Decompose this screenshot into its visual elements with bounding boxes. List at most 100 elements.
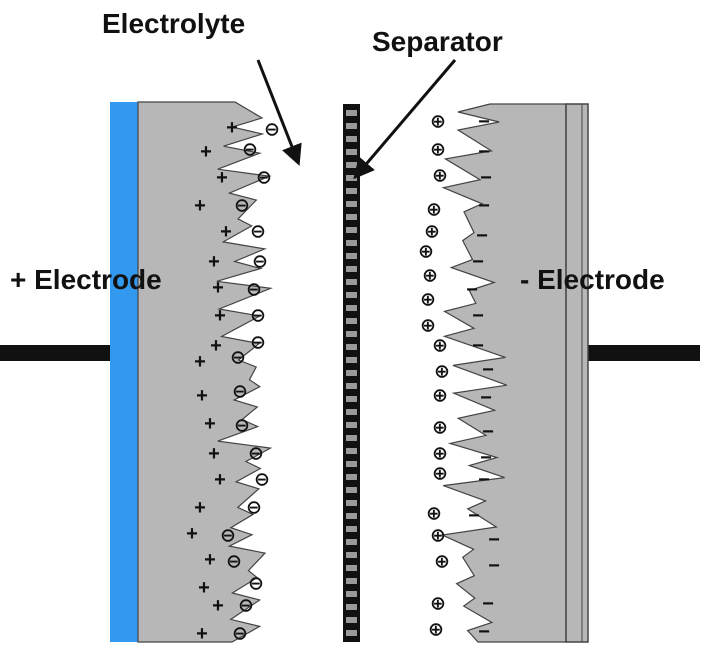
plus-charge: + bbox=[194, 195, 206, 217]
negative-side-charges: ⊕⊕⊕⊕⊕⊕⊕⊕⊕⊕⊕⊕⊕⊕⊕⊕⊕⊕⊕⊕−−−−−−−−−−−−−−−−−−− bbox=[418, 111, 500, 643]
separator-stripe bbox=[346, 188, 357, 194]
minus-charge: − bbox=[488, 529, 500, 551]
cation-icon: ⊕ bbox=[428, 620, 444, 641]
anion-icon: ⊖ bbox=[250, 333, 266, 354]
separator-stripe bbox=[346, 565, 357, 571]
cation-icon: ⊕ bbox=[430, 526, 446, 547]
cation-icon: ⊕ bbox=[430, 594, 446, 615]
positive-electrode-body bbox=[137, 101, 274, 643]
cation-icon: ⊕ bbox=[432, 418, 448, 439]
cation-icon: ⊕ bbox=[424, 222, 440, 243]
separator-stripe bbox=[346, 292, 357, 298]
minus-charge: − bbox=[480, 447, 492, 469]
plus-charge: + bbox=[216, 167, 228, 189]
anion-icon: ⊖ bbox=[242, 140, 258, 161]
cation-icon: ⊕ bbox=[420, 290, 436, 311]
separator-stripe bbox=[346, 175, 357, 181]
cation-icon: ⊕ bbox=[432, 464, 448, 485]
plus-charge: + bbox=[194, 497, 206, 519]
cation-icon: ⊕ bbox=[432, 444, 448, 465]
cation-icon: ⊕ bbox=[432, 336, 448, 357]
cation-icon: ⊕ bbox=[434, 552, 450, 573]
plus-charge: + bbox=[196, 623, 208, 645]
plus-charge: + bbox=[210, 335, 222, 357]
plus-charge: + bbox=[220, 221, 232, 243]
separator-stripe bbox=[346, 604, 357, 610]
separator-stripe bbox=[346, 552, 357, 558]
minus-charge: − bbox=[480, 167, 492, 189]
minus-charge: − bbox=[476, 225, 488, 247]
separator-stripe bbox=[346, 136, 357, 142]
separator-stripe bbox=[346, 240, 357, 246]
separator-stripe bbox=[346, 305, 357, 311]
plus-charge: + bbox=[208, 251, 220, 273]
anion-icon: ⊖ bbox=[232, 624, 248, 645]
plus-charge: + bbox=[214, 305, 226, 327]
separator-stripe bbox=[346, 617, 357, 623]
anion-icon: ⊖ bbox=[264, 120, 280, 141]
cation-icon: ⊕ bbox=[430, 140, 446, 161]
cation-icon: ⊕ bbox=[432, 386, 448, 407]
cation-icon: ⊕ bbox=[420, 316, 436, 337]
anion-icon: ⊖ bbox=[238, 596, 254, 617]
cation-icon: ⊕ bbox=[426, 504, 442, 525]
plus-charge: + bbox=[198, 577, 210, 599]
separator-stripe bbox=[346, 474, 357, 480]
minus-charge: − bbox=[478, 621, 490, 643]
minus-charge: − bbox=[482, 359, 494, 381]
anion-icon: ⊖ bbox=[226, 552, 242, 573]
separator-stripe bbox=[346, 266, 357, 272]
separator-stripes bbox=[346, 110, 357, 636]
separator-stripe bbox=[346, 435, 357, 441]
separator-stripe bbox=[346, 370, 357, 376]
plus-charge: + bbox=[200, 141, 212, 163]
negative-electrode-label: - Electrode bbox=[520, 264, 665, 295]
separator-stripe bbox=[346, 253, 357, 259]
separator-stripe bbox=[346, 539, 357, 545]
minus-charge: − bbox=[482, 593, 494, 615]
separator-stripe bbox=[346, 630, 357, 636]
separator-stripe bbox=[346, 357, 357, 363]
separator-stripe bbox=[346, 162, 357, 168]
plus-charge: + bbox=[196, 385, 208, 407]
electrolyte-arrow bbox=[256, 59, 302, 166]
anion-icon: ⊖ bbox=[230, 348, 246, 369]
electrolyte-label: Electrolyte bbox=[102, 8, 245, 39]
positive-terminal-wire bbox=[0, 345, 110, 361]
plus-charge: + bbox=[194, 351, 206, 373]
separator-stripe bbox=[346, 110, 357, 116]
anion-icon: ⊖ bbox=[250, 306, 266, 327]
plus-charge: + bbox=[226, 117, 238, 139]
minus-charge: − bbox=[472, 305, 484, 327]
separator-stripe bbox=[346, 201, 357, 207]
separator-stripe bbox=[346, 487, 357, 493]
cation-icon: ⊕ bbox=[432, 166, 448, 187]
minus-charge: − bbox=[480, 387, 492, 409]
plus-charge: + bbox=[212, 277, 224, 299]
cation-icon: ⊕ bbox=[426, 200, 442, 221]
anion-icon: ⊖ bbox=[232, 382, 248, 403]
positive-electrode-label: + Electrode bbox=[10, 264, 162, 295]
minus-charge: − bbox=[478, 469, 490, 491]
anion-icon: ⊖ bbox=[252, 252, 268, 273]
separator-stripe bbox=[346, 214, 357, 220]
separator-stripe bbox=[346, 383, 357, 389]
separator-stripe bbox=[346, 318, 357, 324]
anion-icon: ⊖ bbox=[254, 470, 270, 491]
cation-icon: ⊕ bbox=[430, 112, 446, 133]
negative-current-collector bbox=[565, 103, 589, 643]
separator-stripe bbox=[346, 526, 357, 532]
anion-icon: ⊖ bbox=[248, 574, 264, 595]
minus-charge: − bbox=[472, 335, 484, 357]
minus-charge: − bbox=[468, 505, 480, 527]
separator-stripe bbox=[346, 227, 357, 233]
anion-icon: ⊖ bbox=[220, 526, 236, 547]
negative-terminal-wire bbox=[588, 345, 700, 361]
separator-stripe bbox=[346, 578, 357, 584]
negative-electrode-body bbox=[440, 103, 567, 643]
plus-charge: + bbox=[186, 523, 198, 545]
separator-label: Separator bbox=[372, 26, 503, 57]
positive-side-charges: ++++++++++++++++++++⊖⊖⊖⊖⊖⊖⊖⊖⊖⊖⊖⊖⊖⊖⊖⊖⊖⊖⊖⊖ bbox=[186, 117, 280, 645]
separator-stripe bbox=[346, 422, 357, 428]
separator-stripe bbox=[346, 279, 357, 285]
